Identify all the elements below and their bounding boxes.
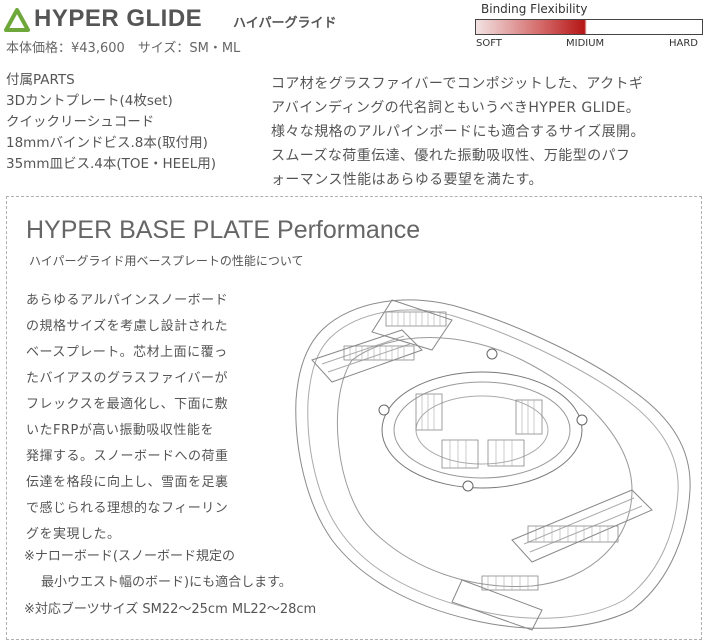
triangle-logo-icon xyxy=(4,8,30,32)
body-line: フレックスを最適化し、下面に敷 xyxy=(26,397,229,412)
performance-panel xyxy=(6,196,702,640)
flex-label-hard: HARD xyxy=(669,38,699,49)
description-line: コア材をグラスファイバーでコンポジットした、アクトギ xyxy=(271,76,644,92)
body-line: 伝達を格段に向上し、雪面を足裏 xyxy=(26,475,229,490)
base-plate-illustration xyxy=(295,299,691,631)
body-line: グを実現した。 xyxy=(26,527,121,542)
parts-item: 18mmバインドビス.8本(取付用) xyxy=(6,135,208,151)
flexibility-bar xyxy=(475,19,703,35)
body-line: たバイアスのグラスファイバーが xyxy=(26,371,228,386)
performance-body: あらゆるアルパインスノーボード の規格サイズを考慮し設計された ベースプレート。… xyxy=(26,288,276,548)
parts-list: 付属PARTS 3Dカントプレート(4枚set) クイックリーシュコード 18m… xyxy=(6,70,216,175)
parts-item: クイックリーシュコード xyxy=(6,114,155,130)
parts-item: 35mm皿ビス.4本(TOE・HEEL用) xyxy=(6,156,217,172)
product-subtitle: ハイパーグライド xyxy=(233,16,337,31)
note-narrow-board: ※ナローボード(スノーボード規定の xyxy=(24,549,235,564)
flex-label-medium: MIDIUM xyxy=(566,38,605,49)
body-line: ベースプレート。芯材上面に覆っ xyxy=(26,345,228,360)
description-line: スムーズな荷重伝達、優れた振動吸収性、万能型のパフ xyxy=(271,148,631,164)
performance-title: HYPER BASE PLATE Performance xyxy=(26,216,421,244)
parts-item: 3Dカントプレート(4枚set) xyxy=(6,93,173,109)
body-line: で感じられる理想的なフィーリン xyxy=(26,501,229,516)
note-narrow-board-cont: 最小ウエスト幅のボード)にも適合します。 xyxy=(41,575,292,590)
description-line: 様々な規格のアルパインボードにも適合するサイズ展開。 xyxy=(271,124,645,140)
product-description: コア材をグラスファイバーでコンポジットした、アクトギ アバインディングの代名詞と… xyxy=(271,72,707,192)
description-line: ォーマンス性能はあらゆる要望を満たす。 xyxy=(271,172,543,188)
note-boot-size: ※対応ブーツサイズ SM22～25cm ML22～28cm xyxy=(24,602,317,617)
parts-item: 付属PARTS xyxy=(6,72,75,88)
body-line: あらゆるアルパインスノーボード xyxy=(26,293,229,308)
flexibility-title: Binding Flexibility xyxy=(481,2,588,16)
body-line: の規格サイズを考慮し設計された xyxy=(26,319,229,334)
description-line: アバインディングの代名詞ともいうべきHYPER GLIDE。 xyxy=(271,100,641,116)
flex-label-soft: SOFT xyxy=(476,38,502,49)
body-line: いたFRPが高い振動吸収性能を xyxy=(26,423,214,438)
product-title: HYPER GLIDE xyxy=(34,5,203,32)
price-size-line: 本体価格：¥43,600 サイズ：SM・ML xyxy=(6,41,241,56)
performance-subtitle: ハイパーグライド用ベースプレートの性能について xyxy=(29,254,304,268)
body-line: 発揮する。スノーボードへの荷重 xyxy=(26,449,229,464)
